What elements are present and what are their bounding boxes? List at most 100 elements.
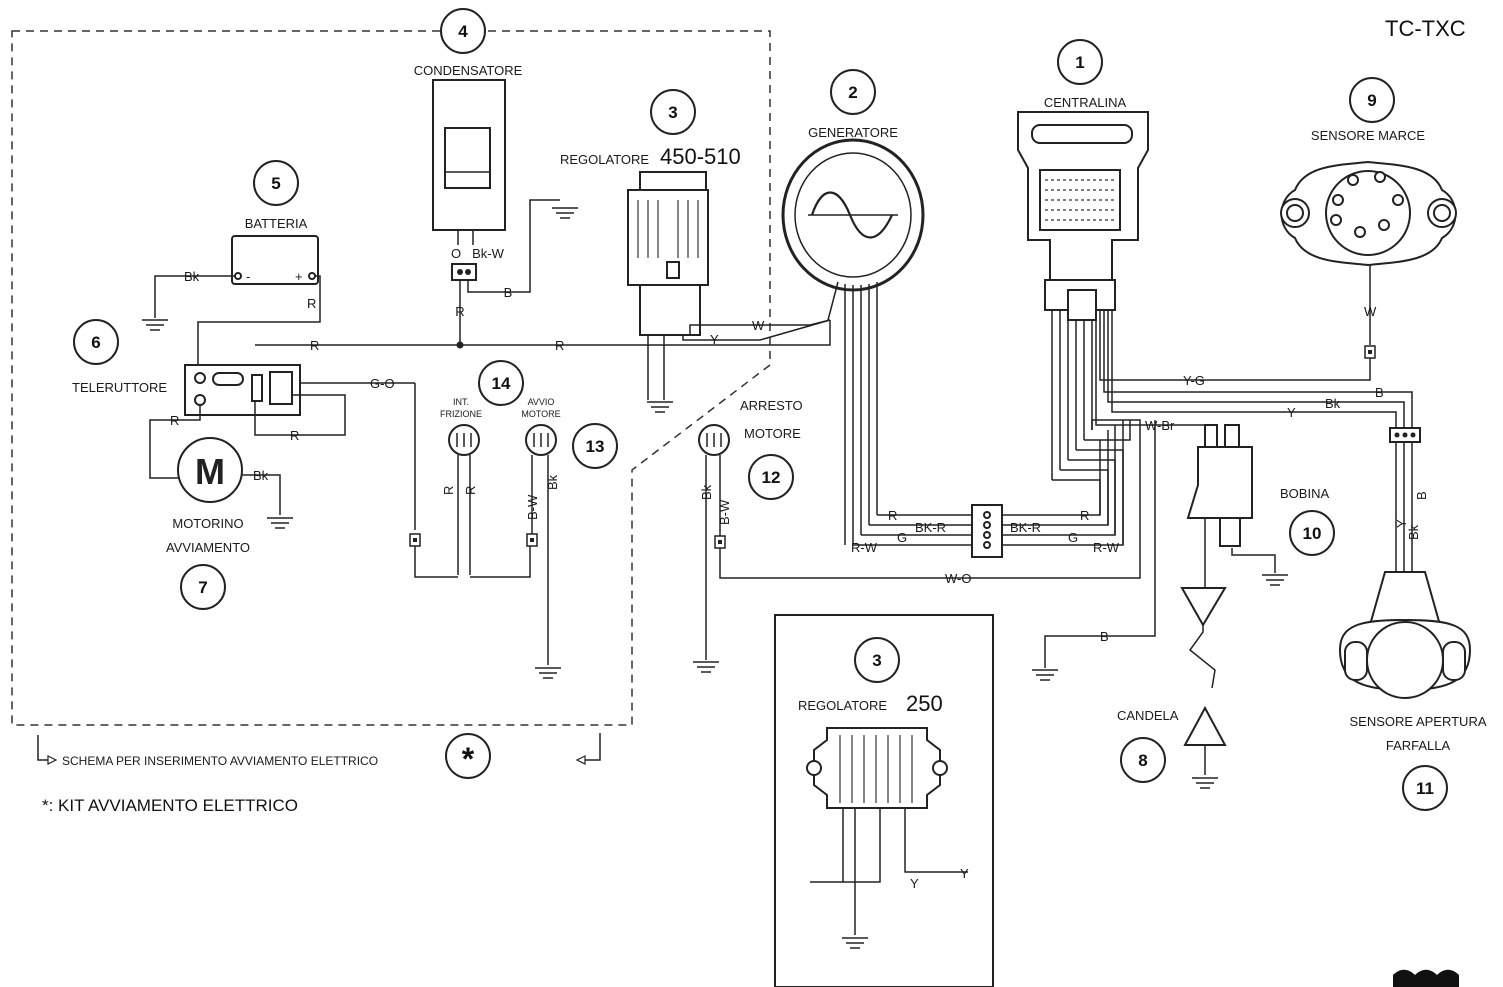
svg-text:B: B [1375,385,1384,400]
svg-text:R: R [290,428,299,443]
svg-text:FARFALLA: FARFALLA [1386,738,1451,753]
brand-logo [1393,969,1459,987]
svg-text:10: 10 [1303,524,1322,543]
svg-text:SCHEMA PER INSERIMENTO AVVIAME: SCHEMA PER INSERIMENTO AVVIAMENTO ELETTR… [62,754,378,768]
badge-5: 5 [253,160,299,206]
generator-harness: R BK-R G R-W R BK-R G R-W [851,420,1124,558]
svg-text:3: 3 [872,651,881,670]
svg-text:W-Br: W-Br [1145,418,1175,433]
svg-text:B-W: B-W [717,499,732,525]
badge-8: 8 [1120,737,1166,783]
svg-text:R: R [441,486,456,495]
svg-text:CONDENSATORE: CONDENSATORE [414,63,523,78]
svg-text:-: - [246,269,250,284]
svg-text:Y: Y [710,332,719,347]
svg-text:Y-G: Y-G [1183,373,1205,388]
svg-text:CANDELA: CANDELA [1117,708,1179,723]
svg-text:R: R [555,338,564,353]
legend: SCHEMA PER INSERIMENTO AVVIAMENTO ELETTR… [37,733,601,815]
svg-text:M: M [195,451,225,492]
svg-text:7: 7 [198,578,207,597]
svg-text:R: R [888,508,897,523]
svg-text:BOBINA: BOBINA [1280,486,1329,501]
candela: CANDELA [1117,705,1227,789]
badge-10: 10 [1289,510,1335,556]
svg-text:BK-R: BK-R [915,520,946,535]
teleruttore: TELERUTTORE R G-O R [72,364,416,530]
svg-text:13: 13 [586,437,605,456]
svg-text:4: 4 [458,22,468,41]
svg-text:W: W [752,318,765,333]
batteria: BATTERIA - + Bk R [141,216,321,368]
badge-4: 4 [440,8,486,54]
svg-text:G: G [1068,530,1078,545]
svg-text:B: B [1414,491,1429,500]
svg-text:INT.: INT. [453,397,469,407]
badge-9: 9 [1349,77,1395,123]
svg-text:Bk: Bk [699,484,714,500]
svg-text:MOTORE: MOTORE [744,426,801,441]
regolatore-450-510: REGOLATORE 450-510 W Y [560,144,831,413]
svg-text:+: + [295,269,303,284]
svg-text:Y: Y [910,876,919,891]
svg-text:2: 2 [848,83,857,102]
svg-text:450-510: 450-510 [660,144,741,169]
svg-text:8: 8 [1138,751,1147,770]
svg-text:Y: Y [1287,405,1296,420]
svg-text:Y: Y [1394,519,1409,528]
svg-text:5: 5 [271,174,280,193]
svg-text:R: R [463,486,478,495]
svg-text:MOTORINO: MOTORINO [172,516,243,531]
badge-3a: 3 [650,89,696,135]
badge-2: 2 [830,69,876,115]
sensore-marce: SENSORE MARCE W [1280,128,1457,359]
svg-text:Bk: Bk [545,474,560,490]
svg-text:B-W: B-W [525,494,540,520]
svg-text:Bk: Bk [253,468,269,483]
arresto-motore: ARRESTO MOTORE Bk B-W W-O [692,398,1141,673]
svg-text:B: B [504,285,513,300]
svg-text:R: R [455,304,464,319]
svg-text:*: * [462,741,475,777]
svg-text:REGOLATORE: REGOLATORE [798,698,887,713]
svg-text:R: R [310,338,319,353]
svg-text:14: 14 [492,374,511,393]
svg-text:GENERATORE: GENERATORE [808,125,898,140]
svg-text:W-O: W-O [945,571,971,586]
centralina: CENTRALINA Y-G B Bk Y W-Br B [1017,95,1413,681]
svg-text:SENSORE APERTURA: SENSORE APERTURA [1349,714,1486,729]
main-r-bus: R R [255,320,831,353]
svg-text:BATTERIA: BATTERIA [245,216,308,231]
int-frizione: INT. FRIZIONE R R [409,397,531,578]
badge-14: 14 [478,360,524,406]
svg-text:B: B [1100,629,1109,644]
svg-text:REGOLATORE: REGOLATORE [560,152,649,167]
svg-text:R: R [1080,508,1089,523]
badge-11: 11 [1402,765,1448,811]
svg-text:12: 12 [762,468,781,487]
svg-text:SENSORE MARCE: SENSORE MARCE [1311,128,1425,143]
svg-text:FRIZIONE: FRIZIONE [440,409,482,419]
svg-text:O: O [451,246,461,261]
badge-6: 6 [73,319,119,365]
svg-text:R-W: R-W [851,540,878,555]
svg-text:G-O: G-O [370,376,395,391]
svg-text:MOTORE: MOTORE [521,409,560,419]
svg-text:AVVIO: AVVIO [528,397,555,407]
condensatore: CONDENSATORE O Bk-W B R [414,63,579,349]
badge-1: 1 [1057,39,1103,85]
svg-text:11: 11 [1416,779,1434,798]
avvio-motore: AVVIO MOTORE B-W Bk [521,397,562,679]
svg-text:250: 250 [906,691,943,716]
bobina: BOBINA [1180,424,1329,689]
svg-text:3: 3 [668,103,677,122]
kit-boundary [11,30,771,726]
svg-text:9: 9 [1367,91,1376,110]
svg-text:Bk: Bk [1325,396,1341,411]
svg-text:6: 6 [91,333,100,352]
page-title: TC-TXC [1385,16,1466,41]
svg-text:*: KIT AVVIAMENTO ELETTRICO: *: KIT AVVIAMENTO ELETTRICO [42,796,298,815]
svg-text:R: R [307,296,316,311]
svg-text:CENTRALINA: CENTRALINA [1044,95,1127,110]
